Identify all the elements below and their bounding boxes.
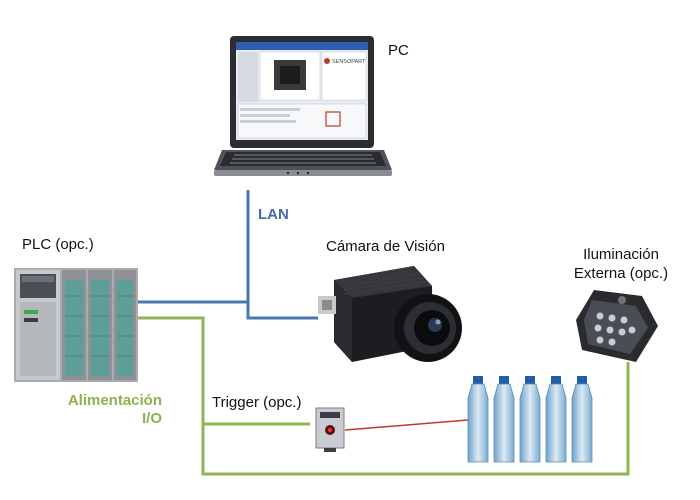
external-light-image: [576, 290, 658, 362]
vision-camera-image: [318, 266, 462, 362]
screen-brand-text: SENSOPART: [332, 59, 366, 65]
trigger-sensor-image: [315, 407, 345, 452]
camera-label: Cámara de Visión: [326, 238, 445, 255]
power-io-label-line1: Alimentación: [67, 392, 162, 409]
bottle: [467, 376, 489, 463]
lan-cable: [246, 190, 318, 320]
power-io-cable: [137, 316, 630, 476]
lan-label: LAN: [258, 206, 289, 223]
trigger-label: Trigger (opc.): [212, 394, 302, 411]
bottle: [571, 376, 593, 463]
lighting-label-line2: Externa (opc.): [573, 265, 669, 282]
lighting-label-line1: Iluminación: [583, 246, 659, 263]
plc-label: PLC (opc.): [22, 236, 94, 253]
water-bottles-image: [467, 376, 593, 463]
power-io-label-line2: I/O: [141, 410, 162, 427]
bottle: [545, 376, 567, 463]
plc-image: [14, 268, 138, 382]
laptop-pc-image: SENSOPART: [214, 36, 392, 176]
laser-beam: [344, 419, 469, 431]
pc-label: PC: [388, 42, 409, 59]
bottle: [519, 376, 541, 463]
bottle: [493, 376, 515, 463]
